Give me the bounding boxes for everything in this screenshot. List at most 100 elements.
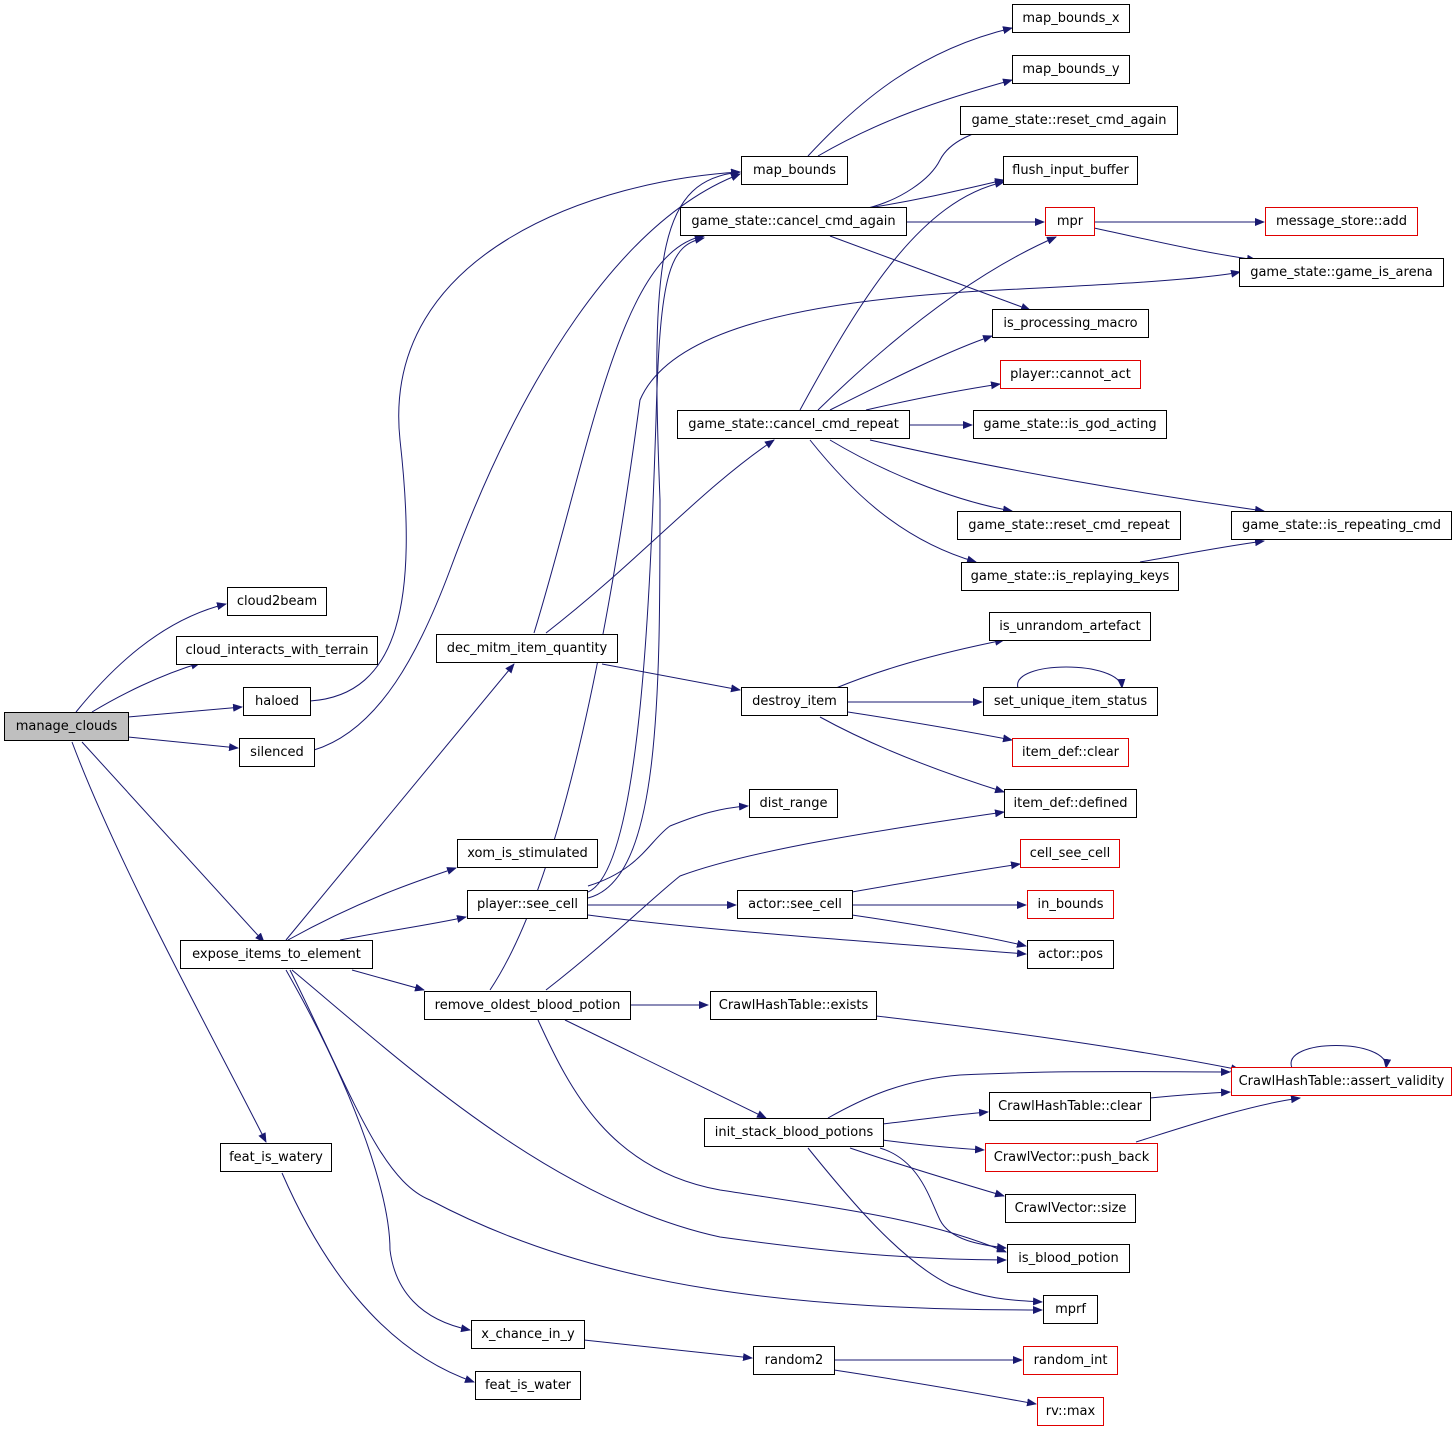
node-expose_items_to_element[interactable]: expose_items_to_element (180, 940, 373, 969)
edge-x_chance-random2 (583, 1339, 753, 1362)
node-mpr[interactable]: mpr (1045, 207, 1095, 236)
edge-manage_clouds-cloud_interacts (91, 661, 201, 713)
edge-random2-rv_max (833, 1369, 1037, 1407)
edge-replaying_keys-is_repeating_cmd (1139, 538, 1265, 563)
edge-map_bounds-map_bounds_x (807, 26, 1013, 157)
edge-cancel_cmd_repeat-reset_cmd_repeat (829, 439, 1013, 514)
node-cloud_interacts_with_terrain[interactable]: cloud_interacts_with_terrain (176, 636, 378, 665)
node-actor_pos[interactable]: actor::pos (1027, 940, 1114, 969)
edge-remove_oldest-init_stack (564, 1019, 767, 1119)
node-map_bounds_y[interactable]: map_bounds_y (1012, 55, 1130, 84)
node-cancel_cmd_again[interactable]: game_state::cancel_cmd_again (680, 207, 907, 236)
edge-cancel_cmd_repeat-is_replaying_keys (809, 439, 977, 564)
edge-dec_mitm-cancel_cmd_repeat (545, 439, 775, 634)
edge-player_see_cell-cancel_cmd_again (587, 235, 705, 893)
edge-init_stack-crawlhash_clear (881, 1108, 989, 1125)
node-dist_range[interactable]: dist_range (749, 789, 838, 818)
edge-expose-mprf (289, 969, 1043, 1314)
edge-manage_clouds-cloud2beam (75, 602, 227, 713)
node-crawlvector_push_back[interactable]: CrawlVector::push_back (985, 1143, 1158, 1172)
node-silenced[interactable]: silenced (239, 738, 315, 767)
node-crawlhash_assert_validity[interactable]: CrawlHashTable::assert_validity (1231, 1067, 1452, 1096)
node-dec_mitm_item_quantity[interactable]: dec_mitm_item_quantity (436, 634, 618, 663)
edge-destroy_item-item_def_clear (847, 711, 1013, 743)
node-message_store_add[interactable]: message_store::add (1265, 207, 1418, 236)
edge-set_unique-self (1017, 666, 1126, 689)
node-is_god_acting[interactable]: game_state::is_god_acting (973, 410, 1167, 439)
edge-remove_oldest-is_blood_potion (537, 1019, 1007, 1253)
edge-expose-dec_mitm (285, 663, 515, 941)
node-random_int[interactable]: random_int (1023, 1346, 1118, 1375)
edge-haloed-map_bounds (309, 168, 741, 702)
node-xom_is_stimulated[interactable]: xom_is_stimulated (457, 839, 598, 868)
node-cloud2beam[interactable]: cloud2beam (227, 587, 327, 616)
node-manage_clouds[interactable]: manage_clouds (4, 712, 129, 741)
edge-destroy_item-item_def_defined (819, 716, 1005, 794)
node-remove_oldest_blood_potion[interactable]: remove_oldest_blood_potion (424, 991, 631, 1020)
edge-actor_see_cell-cell_see_cell (851, 861, 1021, 893)
edge-init_stack-push_back (881, 1139, 985, 1154)
node-flush_input_buffer[interactable]: flush_input_buffer (1003, 156, 1138, 185)
node-player_see_cell[interactable]: player::see_cell (467, 890, 588, 919)
edge-destroy_item-is_unrandom (835, 637, 1005, 689)
node-x_chance_in_y[interactable]: x_chance_in_y (471, 1320, 585, 1349)
node-is_repeating_cmd[interactable]: game_state::is_repeating_cmd (1231, 511, 1452, 540)
node-feat_is_watery[interactable]: feat_is_watery (220, 1143, 332, 1172)
node-map_bounds[interactable]: map_bounds (741, 156, 848, 185)
node-random2[interactable]: random2 (753, 1346, 835, 1375)
node-map_bounds_x[interactable]: map_bounds_x (1012, 4, 1130, 33)
node-crawlhash_exists[interactable]: CrawlHashTable::exists (710, 991, 877, 1020)
edge-cancel_cmd_repeat-is_repeating_cmd (869, 439, 1265, 514)
node-is_processing_macro[interactable]: is_processing_macro (992, 309, 1149, 338)
edge-cancel_cmd_again-is_processing (829, 235, 1031, 311)
node-item_def_defined[interactable]: item_def::defined (1004, 789, 1137, 818)
node-is_replaying_keys[interactable]: game_state::is_replaying_keys (961, 562, 1179, 591)
node-is_blood_potion[interactable]: is_blood_potion (1007, 1244, 1130, 1273)
node-actor_see_cell[interactable]: actor::see_cell (737, 890, 853, 919)
edge-init_stack-crawlvector_size (849, 1147, 1005, 1198)
node-destroy_item[interactable]: destroy_item (741, 687, 848, 716)
node-init_stack_blood_potions[interactable]: init_stack_blood_potions (704, 1118, 884, 1147)
edge-remove_oldest-item_def_defined (545, 809, 1005, 991)
node-feat_is_water[interactable]: feat_is_water (475, 1371, 581, 1400)
edge-player_see_cell-dist_range (587, 802, 749, 887)
edge-cancel_cmd_again-flush (867, 178, 1005, 209)
node-item_def_clear[interactable]: item_def::clear (1012, 738, 1129, 767)
edge-crawlhash_clear-assert_validity (1149, 1088, 1231, 1099)
node-is_unrandom_artefact[interactable]: is_unrandom_artefact (989, 612, 1151, 641)
edge-silenced-map_bounds (313, 173, 741, 751)
edge-expose-is_blood_potion (291, 969, 1007, 1264)
node-rv_max[interactable]: rv::max (1037, 1397, 1104, 1426)
edge-remove_oldest-game_is_arena (489, 269, 1241, 991)
node-mprf[interactable]: mprf (1043, 1295, 1098, 1324)
edge-expose-remove_oldest (351, 969, 425, 992)
edge-manage_clouds-expose (81, 741, 265, 943)
node-player_cannot_act[interactable]: player::cannot_act (1000, 360, 1141, 389)
node-cancel_cmd_repeat[interactable]: game_state::cancel_cmd_repeat (677, 410, 910, 439)
node-cell_see_cell[interactable]: cell_see_cell (1020, 839, 1120, 868)
node-crawlhash_clear[interactable]: CrawlHashTable::clear (989, 1092, 1151, 1121)
edge-exists-assert_validity (875, 1015, 1241, 1073)
edge-player_see_cell-map_bounds (587, 168, 741, 899)
edge-cancel_cmd_repeat-is_processing (829, 335, 993, 411)
node-game_is_arena[interactable]: game_state::game_is_arena (1239, 258, 1444, 287)
edge-actor_see_cell-actor_pos (851, 914, 1027, 948)
edge-map_bounds-map_bounds_y (817, 78, 1013, 157)
node-set_unique_item_status[interactable]: set_unique_item_status (983, 687, 1158, 716)
edge-manage_clouds-haloed (127, 703, 243, 718)
edge-feat_is_watery-feat_is_water (281, 1172, 475, 1383)
edge-mpr-game_is_arena (1093, 227, 1257, 263)
node-in_bounds[interactable]: in_bounds (1027, 890, 1114, 919)
node-reset_cmd_repeat[interactable]: game_state::reset_cmd_repeat (957, 511, 1181, 540)
edge-init_stack-mprf (807, 1147, 1043, 1306)
node-reset_cmd_again[interactable]: game_state::reset_cmd_again (960, 106, 1178, 135)
edge-init_stack-is_blood_potion (879, 1147, 1007, 1251)
edge-manage_clouds-feat_is_watery (71, 741, 267, 1143)
edge-dec_mitm-destroy_item (601, 663, 741, 693)
node-haloed[interactable]: haloed (243, 687, 311, 716)
edge-push_back-assert_validity (1135, 1095, 1301, 1143)
node-crawlvector_size[interactable]: CrawlVector::size (1005, 1194, 1136, 1223)
edge-cancel_cmd_repeat-flush (799, 179, 1005, 411)
